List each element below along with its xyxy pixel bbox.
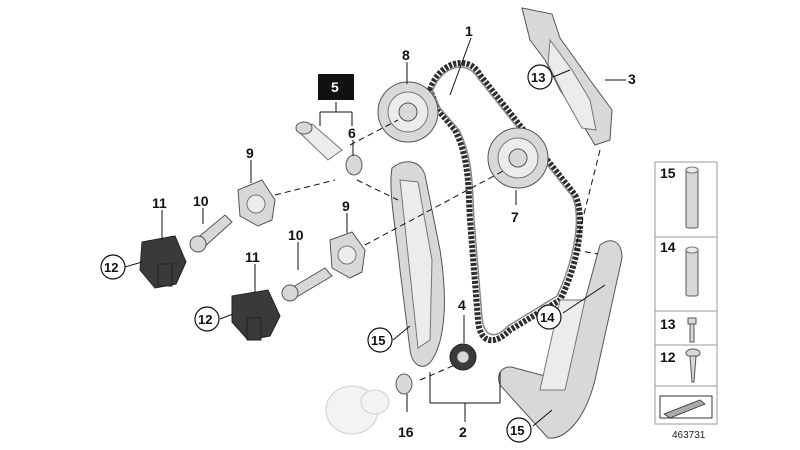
camshaft-sprocket-upper (377, 81, 439, 143)
callout-1: 1 (465, 23, 473, 39)
circled-callouts: 12 12 13 14 15 15 (100, 64, 562, 443)
callout-10-lower: 10 (288, 227, 304, 243)
legend-reference-arrow-icon (659, 395, 713, 419)
legend-label-14: 14 (660, 239, 676, 255)
o-ring-6 (345, 154, 363, 176)
callout-4: 4 (458, 297, 466, 313)
callout-10-upper: 10 (193, 193, 209, 209)
callout-7: 7 (511, 209, 519, 225)
ghost-pulley (325, 385, 390, 435)
o-ring-16 (395, 373, 413, 395)
callout-11-lower: 11 (245, 249, 260, 265)
callout-15-left: 15 (371, 333, 385, 348)
callout-9-lower: 9 (342, 198, 350, 214)
callout-16: 16 (398, 424, 414, 440)
catalog-number: 463731 (672, 430, 706, 441)
legend-label-12: 12 (660, 349, 676, 365)
guide-rail-upper (521, 7, 613, 146)
legend-bolt-13 (687, 317, 697, 343)
legend-sleeve-15 (685, 166, 699, 229)
callouts: 1 8 3 7 4 2 16 6 9 9 10 10 11 11 (152, 23, 636, 440)
leader-lines (124, 37, 626, 427)
dashed-assembly-lines (274, 119, 601, 381)
callout-3: 3 (628, 71, 636, 87)
callout-14: 14 (540, 310, 555, 325)
camshaft-sprocket-lower (487, 127, 549, 189)
legend-screw-12 (685, 348, 701, 383)
callout-2: 2 (459, 424, 467, 440)
legend-label-13: 13 (660, 316, 676, 332)
central-bolt-lower (281, 267, 333, 302)
solenoid-valve-upper (139, 235, 187, 289)
legend-sleeve-14 (685, 246, 699, 297)
trigger-wheel-upper (237, 179, 276, 227)
solenoid-valve-lower (231, 289, 281, 341)
callout-5: 5 (331, 79, 339, 95)
tensioner-rail (390, 161, 445, 367)
callout-12-upper: 12 (104, 260, 118, 275)
timing-chain (426, 60, 583, 344)
callout-13: 13 (531, 70, 545, 85)
callout-5-box: 5 (318, 74, 354, 100)
callout-12-lower: 12 (198, 312, 212, 327)
central-bolt-upper (189, 214, 233, 253)
legend-label-15: 15 (660, 165, 676, 181)
callout-11-upper: 11 (152, 195, 167, 211)
guide-rail-lower (498, 240, 623, 439)
crankshaft-sprocket (449, 343, 477, 371)
legend-panel: 15 14 13 12 (654, 161, 718, 425)
adjuster-pin (295, 121, 343, 161)
callout-15-right: 15 (510, 423, 524, 438)
callout-6: 6 (348, 125, 356, 141)
trigger-wheel-lower (329, 231, 366, 279)
callout-8: 8 (402, 47, 410, 63)
callout-9-upper: 9 (246, 145, 254, 161)
